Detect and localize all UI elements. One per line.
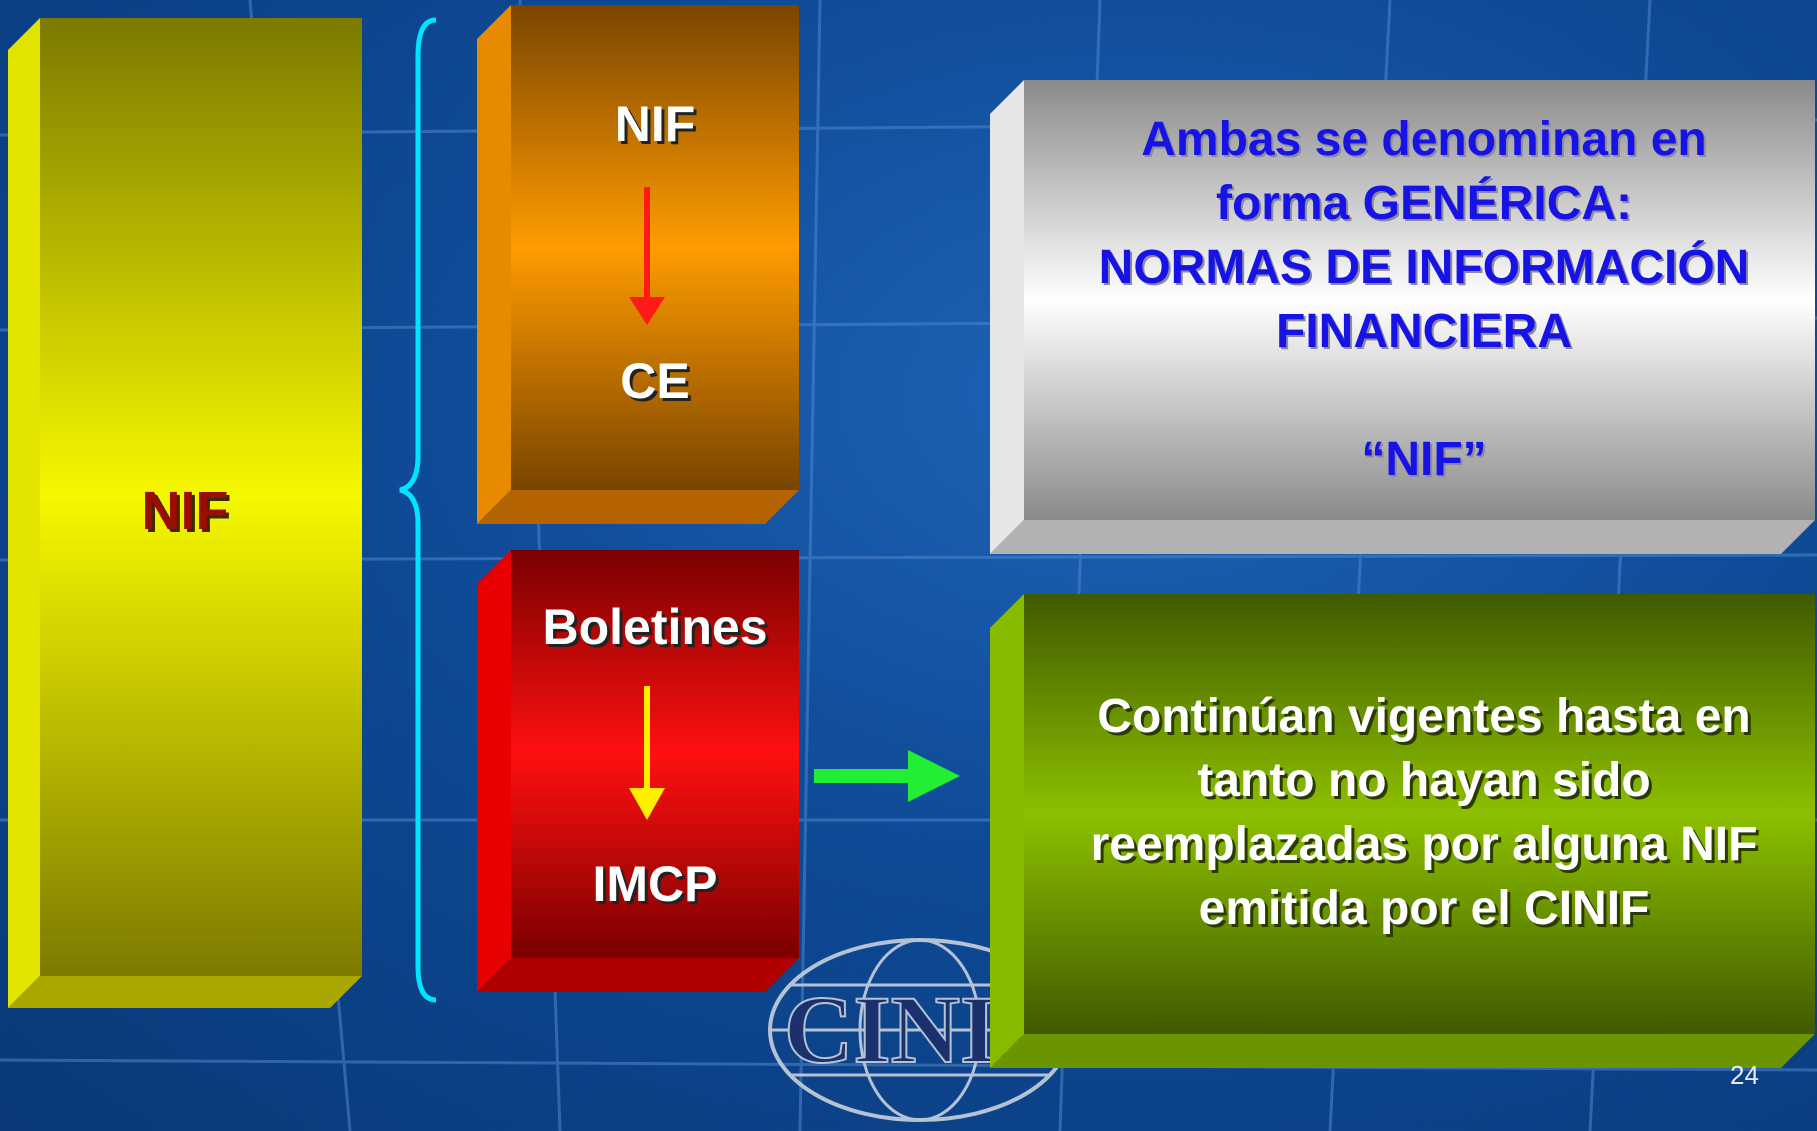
gray-line-3: NORMAS DE INFORMACIÓN: [1098, 241, 1750, 294]
green-line-2: tanto no hayan sido: [1197, 754, 1651, 807]
green-arrow: [814, 750, 960, 802]
green-line-4: emitida por el CINIF: [1198, 882, 1650, 935]
curly-brace: [399, 17, 437, 1003]
gray-line-5: [1018, 364, 1817, 428]
green-box-text: Continúan vigentes hasta en tanto no hay…: [1018, 685, 1817, 941]
red-box: Boletines IMCP: [477, 550, 799, 992]
gray-line-1: Ambas se denominan en: [1141, 113, 1707, 166]
orange-box: NIF CE: [477, 5, 799, 524]
left-nif-bar: NIF: [8, 18, 362, 1008]
green-line-3: reemplazadas por alguna NIF: [1090, 818, 1758, 871]
green-line-1: Continúan vigentes hasta en: [1097, 690, 1751, 743]
red-bottom-label: IMCP: [592, 856, 718, 912]
left-nif-label: NIF: [141, 481, 229, 541]
orange-bottom-label: CE: [620, 353, 690, 409]
yellow-arrow-head: [629, 788, 665, 820]
red-top-label: Boletines: [542, 599, 768, 655]
gray-line-4: FINANCIERA: [1276, 305, 1572, 358]
gray-line-6: “NIF”: [1361, 433, 1487, 486]
gray-box: [990, 80, 1815, 554]
green-box: [990, 594, 1815, 1068]
gray-line-2: forma GENÉRICA:: [1215, 177, 1633, 230]
orange-top-label: NIF: [614, 96, 696, 152]
gray-box-text: Ambas se denominan en forma GENÉRICA: NO…: [1018, 108, 1817, 492]
red-arrow-head: [629, 297, 665, 325]
page-number: 24: [1730, 1060, 1759, 1090]
